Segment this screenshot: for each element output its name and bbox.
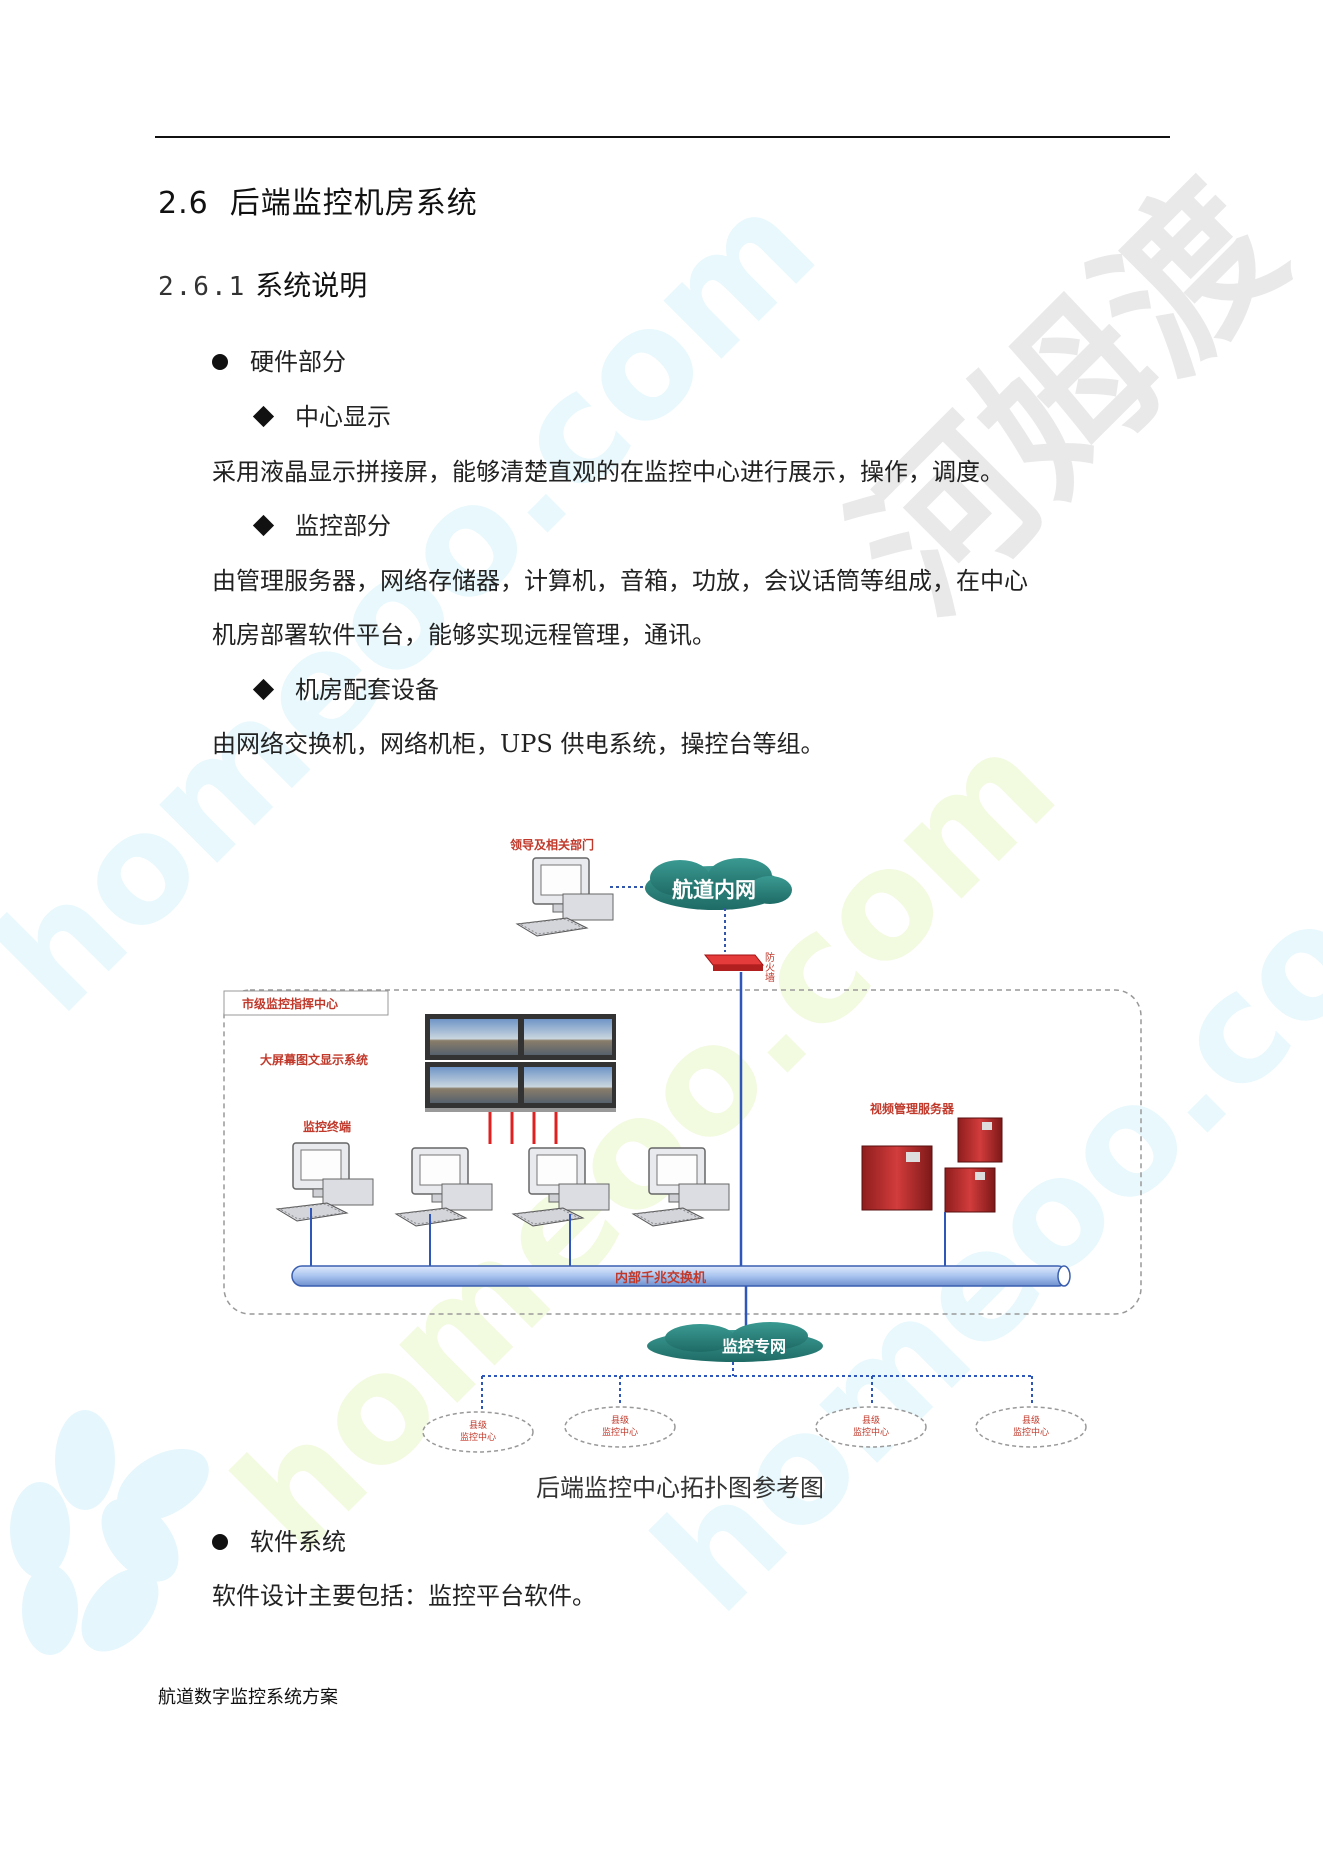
- diagram-caption: 后端监控中心拓扑图参考图: [536, 1474, 824, 1502]
- county-center-2-line1: 县级: [611, 1414, 629, 1426]
- diamond-bullet-icon: [252, 678, 275, 701]
- terminal-pc-icon: [395, 1147, 493, 1227]
- screen-system-label: 大屏幕图文显示系统: [260, 1052, 368, 1067]
- terminal-pc-icon: [512, 1147, 610, 1227]
- item-monitoring-label: 监控部分: [295, 512, 391, 540]
- county-center-4-line1: 县级: [1022, 1414, 1040, 1426]
- section-title: 后端监控机房系统: [229, 186, 478, 221]
- switch-label: 内部千兆交换机: [615, 1270, 706, 1286]
- paragraph-center-display: 采用液晶显示拼接屏，能够清楚直观的在监控中心进行展示，操作，调度。: [212, 458, 1004, 486]
- video-wall-icon: [425, 1014, 616, 1112]
- watermark-site-3: homeoo.com: [622, 759, 1323, 1645]
- county-center-ellipse: [422, 1411, 534, 1453]
- terminal-pc-icon: [276, 1142, 374, 1222]
- diamond-bullet-icon: [252, 405, 275, 428]
- watermark-site-1: homeoo.com: [0, 159, 849, 1045]
- county-center-ellipse: [564, 1406, 676, 1448]
- diamond-bullet-icon: [252, 514, 275, 537]
- bullet-dot-icon: [212, 353, 228, 370]
- server-icon: [861, 1117, 1003, 1213]
- bullet-hardware-label: 硬件部分: [250, 348, 346, 376]
- leaders-label: 领导及相关部门: [510, 837, 594, 852]
- switch-pipe-icon: [291, 1265, 1071, 1287]
- item-room-equipment: 机房配套设备: [252, 670, 439, 705]
- leaders-pc-icon: [516, 857, 614, 937]
- firewall-icon: [703, 954, 765, 971]
- bullet-dot-icon: [212, 1533, 228, 1550]
- paragraph-software: 软件设计主要包括：监控平台软件。: [212, 1582, 596, 1610]
- section-number: 2.6: [158, 186, 209, 221]
- flower-logo-icon: [10, 1410, 209, 1655]
- paragraph-room-equipment: 由网络交换机，网络机柜，UPS 供电系统，操控台等组。: [212, 730, 825, 758]
- terminal-label: 监控终端: [303, 1119, 351, 1134]
- county-center-ellipse: [815, 1406, 927, 1448]
- county-center-2-line2: 监控中心: [602, 1426, 638, 1438]
- video-server-label: 视频管理服务器: [870, 1101, 955, 1116]
- subsection-title: 系统说明: [255, 269, 368, 302]
- firewall-label: 防火墙: [763, 951, 775, 983]
- subsection-heading: 2.6.1 系统说明: [158, 264, 367, 304]
- bullet-hardware: 硬件部分: [212, 342, 346, 377]
- city-center-label: 市级监控指挥中心: [242, 996, 338, 1011]
- watermark-site-2: homeoo.com: [202, 699, 1088, 1585]
- section-heading: 2.6 后端监控机房系统: [158, 178, 478, 222]
- subsection-number: 2.6.1: [158, 272, 247, 302]
- bullet-software: 软件系统: [212, 1522, 346, 1557]
- county-center-1-line1: 县级: [469, 1419, 487, 1431]
- item-monitoring: 监控部分: [252, 506, 391, 541]
- item-center-display: 中心显示: [252, 397, 391, 432]
- private-net-cloud-icon: [647, 1322, 823, 1362]
- item-room-equipment-label: 机房配套设备: [295, 676, 439, 704]
- intranet-cloud-icon: [645, 858, 792, 910]
- intranet-label: 航道内网: [672, 878, 756, 902]
- header-rule: [155, 136, 1170, 138]
- county-center-4-line2: 监控中心: [1013, 1426, 1049, 1438]
- page-footer: 航道数字监控系统方案: [158, 1687, 338, 1708]
- private-net-label: 监控专网: [722, 1337, 786, 1356]
- county-center-ellipse: [975, 1406, 1087, 1448]
- county-center-3-line2: 监控中心: [853, 1426, 889, 1438]
- county-center-1-line2: 监控中心: [460, 1431, 496, 1443]
- paragraph-monitoring-line1: 由管理服务器，网络存储器，计算机，音箱，功放，会议话筒等组成，在中心: [212, 567, 1028, 595]
- bullet-software-label: 软件系统: [250, 1528, 346, 1556]
- county-center-3-line1: 县级: [862, 1414, 880, 1426]
- terminal-pc-icon: [632, 1147, 730, 1227]
- paragraph-monitoring-line2: 机房部署软件平台，能够实现远程管理，通讯。: [212, 621, 716, 649]
- item-center-display-label: 中心显示: [295, 403, 391, 431]
